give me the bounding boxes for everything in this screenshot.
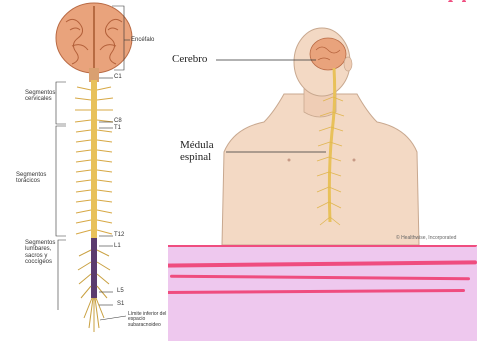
lavender-background <box>160 232 477 341</box>
label-medula-espinal: Médula espinal <box>180 140 228 163</box>
label-l5: L5 <box>117 288 124 294</box>
label-t1: T1 <box>114 125 121 131</box>
credit-healthwise: © Healthwise, Incorporated <box>396 236 456 241</box>
label-encefalo: Encéfalo <box>131 37 154 43</box>
lumbar-cord <box>91 238 97 298</box>
brainstem <box>89 68 99 82</box>
body-figure-panel: Cerebro Médula espinal © Healthwise, Inc… <box>164 2 477 245</box>
brain-illustration <box>56 3 132 73</box>
label-segmentos-toracicos: Segmentos torácicos <box>16 172 54 185</box>
spinal-cord <box>91 80 97 238</box>
spinal-cord-illustration <box>0 0 168 341</box>
label-segmentos-lumbares: Segmentos lumbares, sacros y coccígeos <box>25 240 59 265</box>
label-segmentos-cervicales: Segmentos cervicales <box>25 90 63 103</box>
brain-in-head <box>310 38 346 70</box>
human-body-illustration <box>164 2 477 245</box>
label-c1: C1 <box>114 74 122 80</box>
spinal-segments-panel: Encéfalo C1 Segmentos cervicales C8 T1 S… <box>0 0 168 341</box>
label-c8: C8 <box>114 118 122 124</box>
label-limite-inferior: Límite inferior del espacio subaracnoide… <box>128 312 168 328</box>
label-t12: T12 <box>114 232 124 238</box>
label-l1: L1 <box>114 243 121 249</box>
label-cerebro: Cerebro <box>172 54 207 66</box>
label-s1: S1 <box>117 301 124 307</box>
